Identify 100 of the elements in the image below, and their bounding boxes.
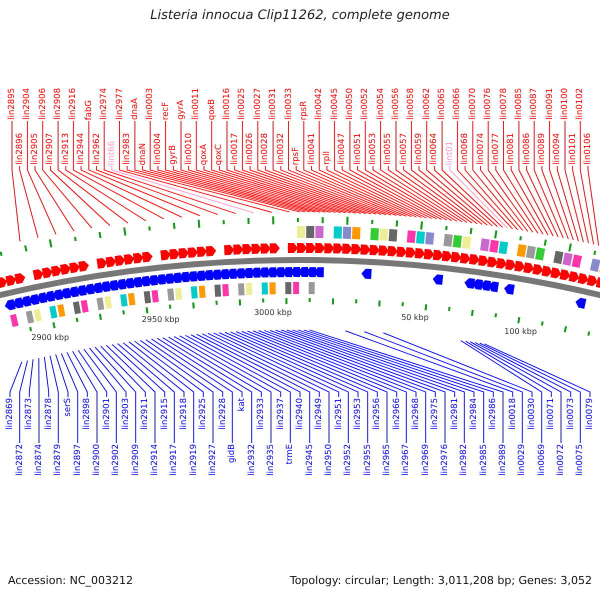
- gene-label: lin0055: [383, 133, 394, 165]
- gene-label: qoxC: [214, 144, 224, 166]
- leader-line: [464, 166, 518, 230]
- leader-line: [549, 120, 574, 240]
- gene-label: lin2951: [334, 398, 344, 430]
- leader-line: [66, 352, 88, 398]
- leader-line: [364, 331, 523, 444]
- leader-line: [396, 120, 473, 224]
- gene-label: lin2969: [420, 444, 431, 476]
- leader-line: [145, 339, 224, 398]
- leader-line: [252, 330, 407, 444]
- leader-line: [19, 166, 38, 238]
- leader-line: [303, 120, 412, 218]
- gene-label: lin0011: [191, 88, 202, 120]
- gene-label: lin0003: [145, 88, 156, 120]
- leader-line: [78, 350, 108, 398]
- gene-label: lin2907: [45, 133, 56, 165]
- leader-line: [117, 343, 175, 444]
- leader-line: [172, 166, 326, 213]
- leader-line: [134, 340, 204, 398]
- leader-line: [470, 341, 562, 444]
- leader-line: [518, 120, 554, 236]
- gene-label: lin2898: [82, 398, 92, 430]
- gene-label: lin2915: [160, 398, 170, 430]
- leader-line: [474, 342, 572, 398]
- gene-label: lin0054: [376, 88, 386, 120]
- leader-line: [190, 334, 300, 398]
- leader-line: [19, 360, 28, 444]
- gene-label: lin2953: [353, 398, 363, 430]
- gene-label: lin2989: [498, 444, 508, 476]
- gene-label: lin2967: [401, 444, 412, 476]
- gene-label: lin2966: [392, 398, 402, 430]
- gene-label: lin0064: [429, 133, 440, 165]
- leader-line: [526, 166, 559, 238]
- gene-label: lin0089: [536, 133, 547, 165]
- leader-line: [510, 166, 548, 236]
- gene-label: lin0052: [360, 88, 370, 120]
- leader-line: [442, 120, 503, 228]
- leader-line: [472, 120, 524, 231]
- leader-line: [372, 166, 458, 222]
- leader-line: [234, 166, 366, 214]
- gene-label: lin2950: [324, 444, 334, 476]
- leader-line: [296, 166, 407, 217]
- gene-label: lin2900: [92, 444, 102, 476]
- gene-label: lin2965: [382, 444, 392, 476]
- leader-line: [128, 341, 194, 444]
- leader-line: [96, 166, 218, 215]
- leader-line: [188, 166, 336, 213]
- leader-line: [342, 166, 438, 220]
- gene-label: lin2974: [99, 88, 110, 120]
- leader-line: [488, 120, 534, 233]
- gene-label: lin0073: [566, 398, 576, 430]
- leader-line: [26, 120, 56, 235]
- gene-label: lint01: [444, 141, 455, 166]
- scale-label: 50 kbp: [401, 312, 429, 322]
- leader-line: [380, 120, 462, 222]
- leader-line: [119, 120, 272, 213]
- leader-line: [104, 120, 236, 214]
- leader-line: [151, 338, 233, 444]
- leader-line: [588, 166, 600, 246]
- leader-line: [326, 166, 427, 218]
- leader-line: [226, 120, 362, 214]
- leader-line: [50, 166, 110, 226]
- leader-line: [55, 354, 68, 398]
- gene-label: lin0051: [352, 133, 363, 165]
- gene-label: lin0102: [575, 88, 586, 120]
- gene-label: lin0058: [406, 88, 416, 120]
- gene-label: lin2909: [130, 444, 141, 476]
- scale-label: 2950 kbp: [142, 315, 180, 324]
- gene-label: lin2944: [76, 133, 86, 165]
- leader-line: [42, 120, 92, 229]
- leader-line: [264, 166, 386, 216]
- gene-label: lin0106: [583, 133, 593, 165]
- gene-label: lin0028: [260, 133, 270, 165]
- gene-label: lin2952: [343, 444, 354, 476]
- leader-line: [89, 348, 126, 398]
- gene-label: lin0094: [552, 133, 562, 165]
- leader-line: [157, 166, 316, 213]
- leader-line: [318, 120, 422, 218]
- gene-label: lin2925: [198, 398, 208, 430]
- gene-label: lin0029: [517, 444, 528, 476]
- leader-line: [230, 332, 368, 444]
- leader-line: [218, 332, 349, 444]
- leader-line: [246, 330, 398, 398]
- gene-label: lin2901: [102, 398, 112, 430]
- leader-line: [156, 338, 242, 398]
- gene-label: lin0068: [460, 133, 470, 165]
- leader-line: [465, 340, 552, 398]
- gene-label: kat: [237, 398, 247, 412]
- leader-line: [80, 166, 182, 218]
- leader-line: [10, 361, 22, 398]
- leader-line: [258, 330, 416, 398]
- gene-label: lin0071: [546, 398, 556, 430]
- gene-label: lin2935: [266, 444, 276, 476]
- gene-label: lin2906: [38, 88, 48, 120]
- leader-line: [349, 120, 442, 220]
- leader-line: [344, 330, 514, 398]
- gene-label: lin0010: [184, 133, 194, 165]
- gene-label: rplI: [322, 151, 332, 165]
- gene-label: lin0026: [245, 133, 256, 165]
